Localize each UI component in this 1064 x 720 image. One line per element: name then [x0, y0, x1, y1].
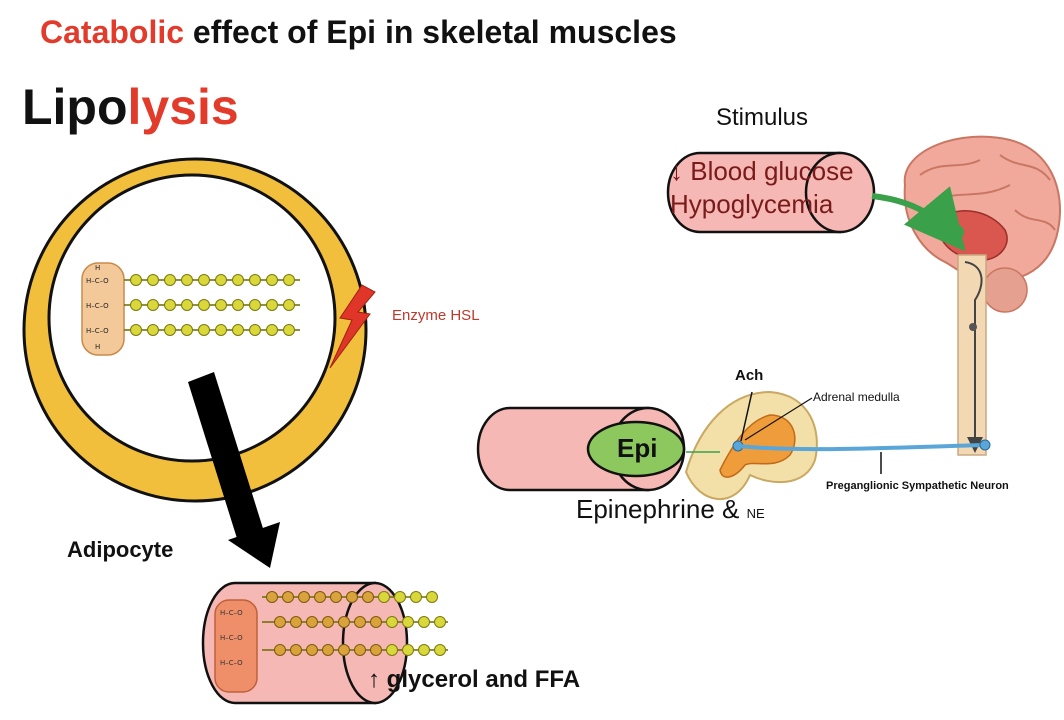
title-rest: effect of Epi in skeletal muscles [184, 14, 677, 50]
stimulus-label: Stimulus [716, 104, 809, 131]
glycerol-ffa-label: ↑ glycerol and FFA [368, 666, 581, 693]
ach-label: Ach [735, 367, 764, 384]
epi-molecule [586, 420, 686, 478]
preganglionic-neuron [737, 439, 991, 474]
adipocyte-label: Adipocyte [67, 537, 174, 562]
stimulus-arrow [871, 186, 966, 252]
page-title: Catabolic effect of Epi in skeletal musc… [40, 14, 677, 51]
svg-text:H: H [95, 343, 100, 351]
svg-text:H–C–O: H–C–O [86, 327, 109, 335]
adrenal-medulla-label: Adrenal medulla [813, 390, 900, 404]
heading-suffix: lysis [127, 79, 239, 135]
title-accent: Catabolic [40, 14, 185, 50]
hypoglycemia-label: Hypoglycemia [670, 189, 834, 219]
fatty-acid-chain [124, 299, 300, 311]
epinephrine-text: Epinephrine & [576, 494, 747, 524]
section-heading: Lipolysis [22, 78, 239, 136]
blood-glucose-label: ↓ Blood glucose [670, 156, 854, 186]
epinephrine-label: Epinephrine & NE [576, 494, 765, 525]
fatty-acid-chain [124, 324, 300, 336]
svg-text:H–C–O: H–C–O [220, 609, 243, 617]
svg-text:H–C–O: H–C–O [220, 659, 243, 667]
blood-vessel-bottom: H–C–O H–C–O H–C–O [201, 581, 448, 705]
svg-text:H–C–O: H–C–O [86, 277, 109, 285]
heading-prefix: Lipo [22, 79, 128, 135]
svg-text:H–C–O: H–C–O [86, 302, 109, 310]
release-arrow [188, 372, 280, 568]
ne-text: NE [746, 506, 765, 521]
lightning-icon [329, 284, 376, 369]
stimulus-cylinder [666, 151, 876, 234]
epi-label: Epi [617, 433, 658, 463]
preganglionic-label: Preganglionic Sympathetic Neuron [826, 480, 1009, 492]
cerebellum [982, 267, 1028, 313]
triglyceride-icon: H H–C–O H–C–O H–C–O H [81, 262, 300, 356]
fatty-acid-chain [124, 274, 300, 286]
svg-text:H: H [95, 264, 100, 272]
enzyme-label: Enzyme HSL [392, 307, 480, 324]
brain-icon [903, 135, 1061, 456]
svg-text:H–C–O: H–C–O [220, 634, 243, 642]
epi-vessel [476, 406, 686, 492]
